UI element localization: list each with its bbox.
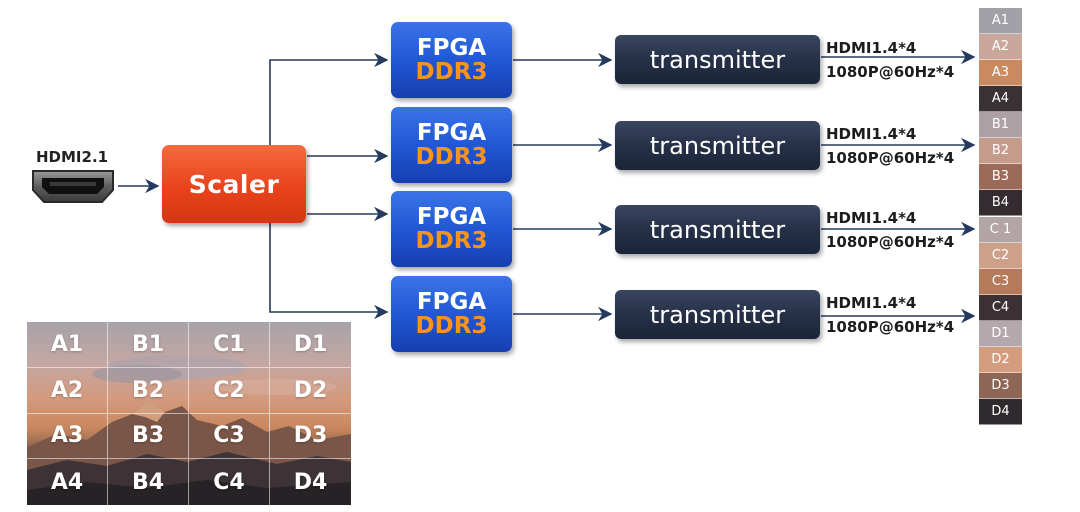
grid-cell: B3 [108,413,189,460]
grid-cell: A4 [27,459,108,505]
fpga-block-4: FPGA DDR3 [391,276,512,352]
strip-cell: C3 [979,269,1022,295]
grid-cell: D1 [270,322,351,368]
strip-cell: A1 [979,8,1022,34]
output-interface: HDMI1.4*4 [826,39,917,57]
output-label-2: HDMI1.4*4 1080P@60Hz*4 [826,122,954,170]
strip-cell: D2 [979,347,1022,373]
fpga-label: FPGA [416,119,487,146]
transmitter-block-1: transmitter [615,35,820,84]
strip-cell: B4 [979,190,1022,216]
strip-cell: C2 [979,243,1022,269]
transmitter-label: transmitter [649,215,786,244]
strip-cell: D3 [979,373,1022,399]
transmitter-block-4: transmitter [615,290,820,339]
output-interface: HDMI1.4*4 [826,294,917,312]
output-format: 1080P@60Hz*4 [826,63,955,81]
hdmi-port-icon [32,170,114,203]
grid-cell: B4 [108,459,189,505]
output-strip-c: C 1 C2 C3 C4 [979,217,1022,321]
output-label-4: HDMI1.4*4 1080P@60Hz*4 [826,291,954,339]
grid-cell: A2 [27,367,108,414]
input-label: HDMI2.1 [36,148,109,166]
grid-cells: A1 B1 C1 D1 A2 B2 C2 D2 A3 B3 C3 D3 A4 B… [27,322,351,505]
fpga-block-2: FPGA DDR3 [391,107,512,183]
output-interface: HDMI1.4*4 [826,209,917,227]
grid-cell: D2 [270,368,351,414]
strip-cell: C 1 [979,217,1022,243]
strip-cell: D4 [979,399,1022,425]
fpga-label: FPGA [416,34,487,61]
strip-cell: A4 [979,86,1022,112]
fpga-block-3: FPGA DDR3 [391,191,512,267]
output-label-1: HDMI1.4*4 1080P@60Hz*4 [826,36,954,84]
video-wall-grid: A1 B1 C1 D1 A2 B2 C2 D2 A3 B3 C3 D3 A4 B… [27,322,351,505]
wire-scaler-fpga-4 [269,223,389,320]
strip-cell: B3 [979,164,1022,190]
ddr-label: DDR3 [415,59,488,85]
output-strip-a: A1 A2 A3 A4 [979,8,1022,112]
grid-cell: C1 [189,322,270,368]
output-strip-b: B1 B2 B3 B4 [979,112,1022,216]
grid-cell: B1 [108,322,189,368]
ddr-label: DDR3 [415,313,488,339]
output-format: 1080P@60Hz*4 [826,233,955,251]
output-format: 1080P@60Hz*4 [826,149,955,167]
strip-cell: B2 [979,138,1022,164]
strip-cell: A3 [979,60,1022,86]
grid-cell: A1 [27,322,108,368]
output-format: 1080P@60Hz*4 [826,318,955,336]
strip-cell: B1 [979,112,1022,138]
output-label-3: HDMI1.4*4 1080P@60Hz*4 [826,206,954,254]
grid-cell: D4 [293,469,328,495]
transmitter-block-3: transmitter [615,205,820,254]
scaler-block: Scaler [162,145,306,223]
grid-cell: C2 [189,367,270,414]
strip-cell: D1 [979,321,1022,347]
grid-cell: C4 [189,459,270,505]
wire-scaler-fpga-1 [269,52,389,145]
transmitter-label: transmitter [649,131,786,160]
strip-cell: C4 [979,295,1022,321]
grid-cell: B2 [108,367,189,414]
fpga-label: FPGA [416,288,487,315]
transmitter-label: transmitter [649,300,786,329]
transmitter-label: transmitter [649,45,786,74]
fpga-label: FPGA [416,203,487,230]
fpga-block-1: FPGA DDR3 [391,22,512,98]
output-interface: HDMI1.4*4 [826,125,917,143]
grid-cell: D3 [270,414,351,460]
output-strip-d: D1 D2 D3 D4 [979,321,1022,425]
strip-cell: A2 [979,34,1022,60]
transmitter-block-2: transmitter [615,121,820,170]
scaler-label: Scaler [188,169,280,199]
ddr-label: DDR3 [415,144,488,170]
grid-cell: C3 [189,413,270,460]
mountain-scene-image [27,355,351,505]
grid-cell: A3 [27,413,108,460]
ddr-label: DDR3 [415,228,488,254]
